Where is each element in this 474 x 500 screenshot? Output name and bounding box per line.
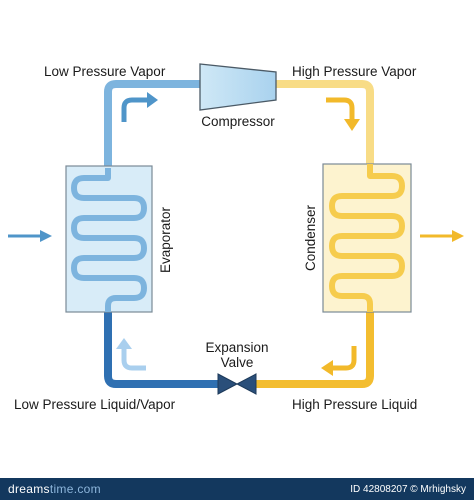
refrigeration-cycle-diagram: Evaporator Condenser Low Pressure Vap xyxy=(8,63,464,412)
flow-arrow-right-down-icon xyxy=(326,97,360,131)
low-pressure-liquid-vapor-label: Low Pressure Liquid/Vapor xyxy=(14,397,176,412)
pipe-high-pressure-liquid xyxy=(252,306,374,388)
logo-suffix-text: time.com xyxy=(49,482,101,496)
compressor-label: Compressor xyxy=(201,114,275,129)
stock-logo: dreamstime.com xyxy=(8,482,101,496)
evaporator-label: Evaporator xyxy=(158,206,173,273)
expansion-valve-icon xyxy=(217,373,257,395)
high-pressure-liquid-label: High Pressure Liquid xyxy=(292,397,417,412)
image-id-text: ID 42808207 © Mrhighsky xyxy=(350,484,466,495)
condenser-coil xyxy=(329,164,405,312)
heat-in-arrow-icon xyxy=(8,230,52,242)
pipe-low-pressure-vapor xyxy=(104,80,204,172)
high-pressure-vapor-label: High Pressure Vapor xyxy=(292,64,417,79)
compressor-shape xyxy=(199,63,277,111)
logo-main-text: dreams xyxy=(8,482,50,496)
flow-arrow-left-up-icon xyxy=(116,338,146,371)
flow-arrow-up-right-icon xyxy=(121,92,158,122)
heat-out-arrow-icon xyxy=(420,230,464,242)
evaporator-coil xyxy=(71,168,147,312)
pipe-high-pressure-vapor xyxy=(272,80,374,168)
flow-arrow-down-left-icon xyxy=(321,346,357,376)
low-pressure-vapor-label: Low Pressure Vapor xyxy=(44,64,166,79)
expansion-valve-label-line1: Expansion xyxy=(205,340,268,355)
condenser-label: Condenser xyxy=(303,204,318,271)
expansion-valve-label-line2: Valve xyxy=(221,355,254,370)
pipe-evaporator-return xyxy=(104,306,222,388)
stock-footer-bar: dreamstime.com ID 42808207 © Mrhighsky xyxy=(0,478,474,500)
